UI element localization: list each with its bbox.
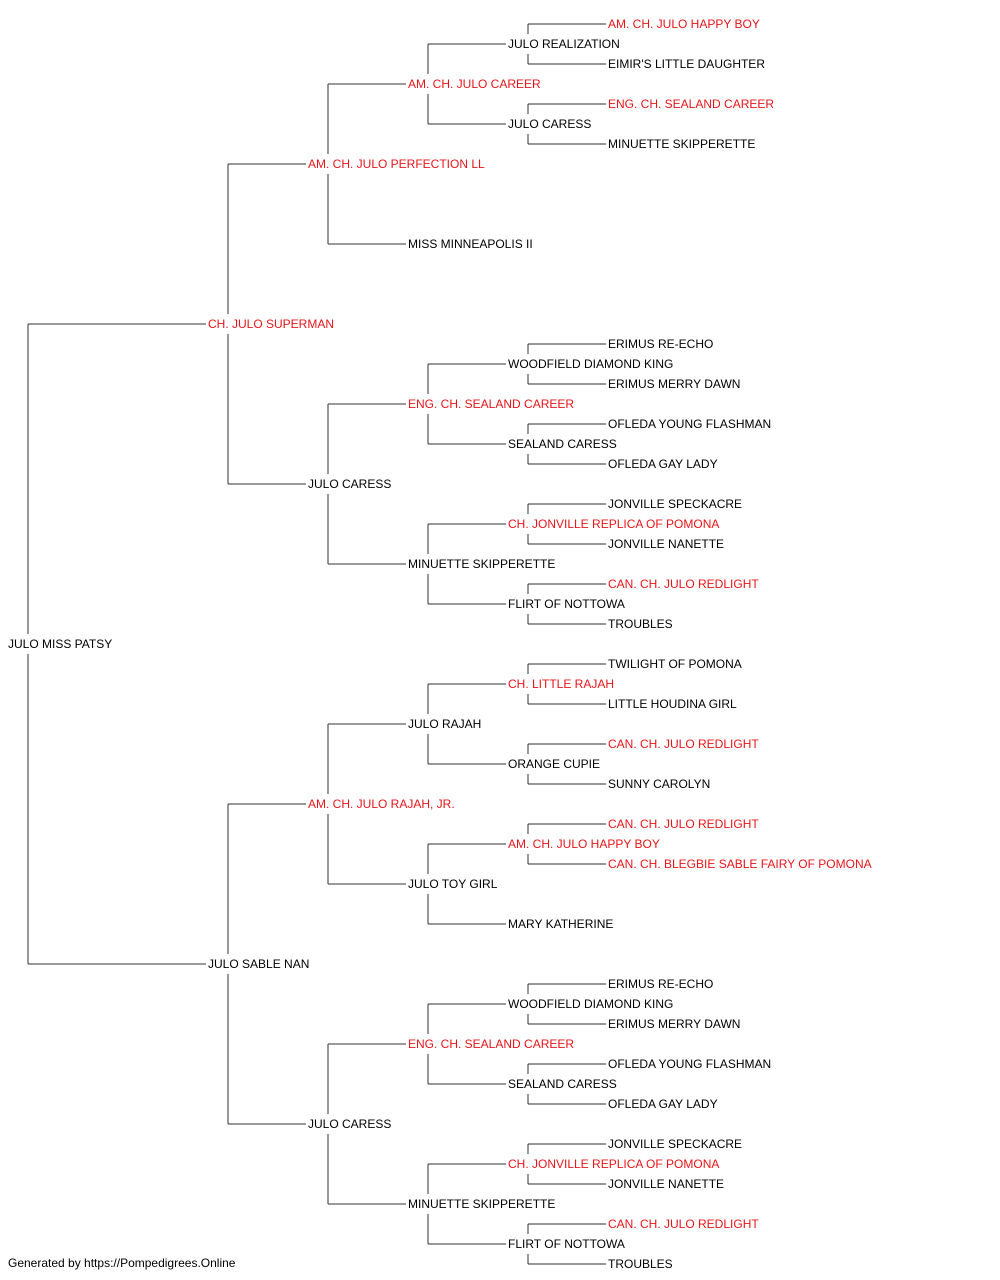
dog-name-gen4: FLIRT OF NOTTOWA — [508, 597, 625, 611]
dog-name-gen3: JULO TOY GIRL — [408, 877, 498, 891]
dog-name-gen2: JULO CARESS — [308, 477, 391, 491]
dog-name-gen4: WOODFIELD DIAMOND KING — [508, 357, 673, 371]
dog-name-gen1: JULO SABLE NAN — [208, 957, 309, 971]
dog-name-gen5: CAN. CH. JULO REDLIGHT — [608, 577, 759, 591]
dog-name-gen4: AM. CH. JULO HAPPY BOY — [508, 837, 660, 851]
dog-name-gen3: MINUETTE SKIPPERETTE — [408, 557, 555, 571]
dog-name-gen5: ERIMUS MERRY DAWN — [608, 1017, 740, 1031]
dog-name-gen5: CAN. CH. JULO REDLIGHT — [608, 817, 759, 831]
dog-name-gen4: CH. LITTLE RAJAH — [508, 677, 614, 691]
dog-name-gen4: MARY KATHERINE — [508, 917, 613, 931]
dog-name-gen3: JULO RAJAH — [408, 717, 481, 731]
dog-name-gen5: EIMIR'S LITTLE DAUGHTER — [608, 57, 765, 71]
dog-name-gen5: TWILIGHT OF POMONA — [608, 657, 742, 671]
dog-name-gen3: MINUETTE SKIPPERETTE — [408, 1197, 555, 1211]
dog-name-gen5: ERIMUS MERRY DAWN — [608, 377, 740, 391]
dog-name-gen4: FLIRT OF NOTTOWA — [508, 1237, 625, 1251]
dog-name-gen0: JULO MISS PATSY — [8, 637, 112, 651]
dog-name-gen2: AM. CH. JULO RAJAH, JR. — [308, 797, 455, 811]
dog-name-gen5: TROUBLES — [608, 1257, 673, 1271]
dog-name-gen1: CH. JULO SUPERMAN — [208, 317, 334, 331]
dog-name-gen3: ENG. CH. SEALAND CAREER — [408, 397, 574, 411]
dog-name-gen5: MINUETTE SKIPPERETTE — [608, 137, 755, 151]
dog-name-gen5: OFLEDA YOUNG FLASHMAN — [608, 417, 771, 431]
dog-name-gen5: AM. CH. JULO HAPPY BOY — [608, 17, 760, 31]
dog-name-gen5: ERIMUS RE-ECHO — [608, 337, 713, 351]
dog-name-gen4: CH. JONVILLE REPLICA OF POMONA — [508, 1157, 719, 1171]
dog-name-gen5: SUNNY CAROLYN — [608, 777, 710, 791]
dog-name-gen5: OFLEDA GAY LADY — [608, 457, 718, 471]
dog-name-gen4: CH. JONVILLE REPLICA OF POMONA — [508, 517, 719, 531]
dog-name-gen4: SEALAND CARESS — [508, 437, 617, 451]
dog-name-gen3: ENG. CH. SEALAND CAREER — [408, 1037, 574, 1051]
dog-name-gen5: ENG. CH. SEALAND CAREER — [608, 97, 774, 111]
dog-name-gen5: JONVILLE SPECKACRE — [608, 1137, 742, 1151]
dog-name-gen3: MISS MINNEAPOLIS II — [408, 237, 533, 251]
dog-name-gen4: WOODFIELD DIAMOND KING — [508, 997, 673, 1011]
dog-name-gen5: OFLEDA GAY LADY — [608, 1097, 718, 1111]
dog-name-gen3: AM. CH. JULO CAREER — [408, 77, 541, 91]
dog-name-gen4: JULO REALIZATION — [508, 37, 620, 51]
dog-name-gen5: JONVILLE NANETTE — [608, 537, 724, 551]
dog-name-gen5: CAN. CH. JULO REDLIGHT — [608, 1217, 759, 1231]
dog-name-gen4: SEALAND CARESS — [508, 1077, 617, 1091]
dog-name-gen2: JULO CARESS — [308, 1117, 391, 1131]
dog-name-gen5: LITTLE HOUDINA GIRL — [608, 697, 737, 711]
dog-name-gen5: OFLEDA YOUNG FLASHMAN — [608, 1057, 771, 1071]
dog-name-gen4: JULO CARESS — [508, 117, 591, 131]
dog-name-gen5: JONVILLE NANETTE — [608, 1177, 724, 1191]
dog-name-gen2: AM. CH. JULO PERFECTION LL — [308, 157, 485, 171]
dog-name-gen5: JONVILLE SPECKACRE — [608, 497, 742, 511]
dog-name-gen5: CAN. CH. BLEGBIE SABLE FAIRY OF POMONA — [608, 857, 872, 871]
dog-name-gen4: ORANGE CUPIE — [508, 757, 600, 771]
dog-name-gen5: TROUBLES — [608, 617, 673, 631]
dog-name-gen5: ERIMUS RE-ECHO — [608, 977, 713, 991]
dog-name-gen5: CAN. CH. JULO REDLIGHT — [608, 737, 759, 751]
footer-credit: Generated by https://Pompedigrees.Online — [8, 1256, 236, 1270]
